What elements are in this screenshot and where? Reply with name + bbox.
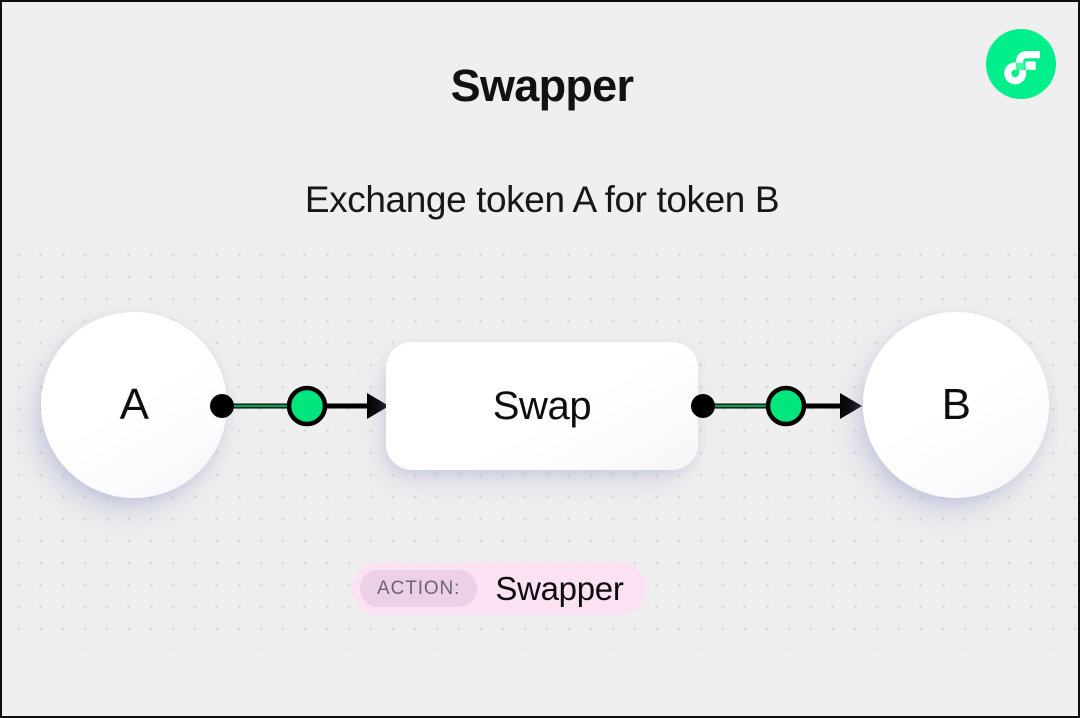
- action-badge-value: Swapper: [495, 569, 624, 607]
- connector-right-source-dot: [691, 394, 715, 418]
- connector-swap-to-b: [690, 384, 862, 428]
- connector-a-to-swap: [207, 384, 389, 428]
- token-node-b-label: B: [941, 380, 971, 429]
- connector-left-source-dot: [210, 394, 234, 418]
- page-title: Swapper: [450, 60, 634, 111]
- token-node-b[interactable]: B: [863, 312, 1049, 498]
- page-subtitle: Exchange token A for token B: [304, 179, 780, 220]
- token-node-a[interactable]: A: [41, 312, 227, 498]
- action-badge: ACTION: Swapper: [352, 562, 646, 615]
- swap-process-node[interactable]: Swap: [386, 342, 698, 470]
- swap-process-node-label: Swap: [492, 383, 592, 428]
- flow-logo-icon: [986, 29, 1056, 99]
- action-badge-key: ACTION:: [360, 570, 478, 607]
- token-node-a-label: A: [119, 380, 149, 429]
- connector-right-marker: [765, 385, 807, 427]
- connector-left-marker: [286, 385, 328, 427]
